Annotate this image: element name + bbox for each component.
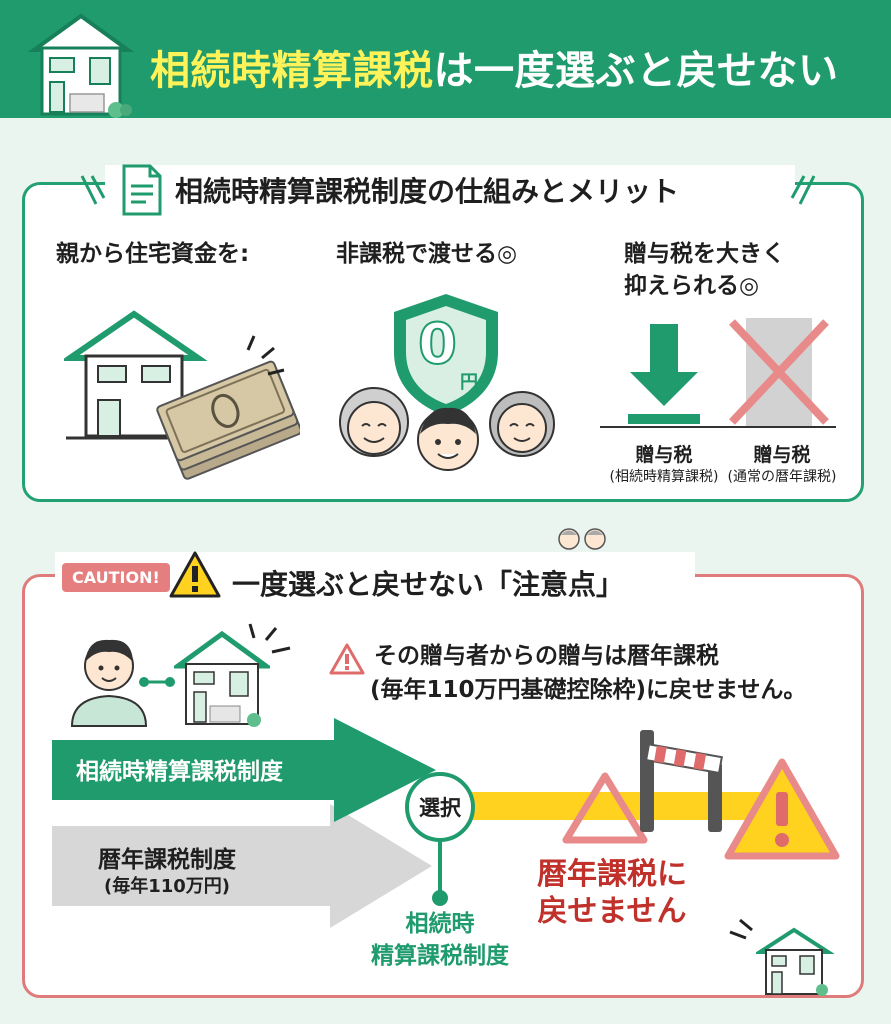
link-icon	[139, 677, 175, 687]
col3-heading-line2: 抑えられる◎	[624, 273, 760, 299]
title-highlight: 相続時精算課税	[150, 48, 434, 94]
selection-stem-dot	[432, 890, 448, 906]
header-banner	[0, 0, 891, 118]
big-warning-icon	[724, 758, 840, 860]
gray-arrow-shape	[52, 804, 432, 928]
warning-line2: (毎年110万円基礎控除枠)に戻せません。	[370, 677, 807, 703]
grandmother-face-icon	[489, 391, 555, 457]
arrow1-label: 相続時精算課税制度	[76, 759, 283, 785]
col3-heading-line1: 贈与税を大きく	[624, 241, 785, 267]
chart-baseline	[600, 426, 836, 428]
shield-icon	[394, 294, 498, 416]
document-icon	[122, 164, 162, 216]
caution-panel-title: 一度選ぶと戻せない「注意点」	[232, 568, 625, 601]
house-icon	[27, 13, 135, 118]
child-face-icon	[417, 407, 479, 471]
emphasis-lines-icon	[248, 623, 291, 654]
page-title: 相続時精算課税は一度選ぶと戻せない	[150, 38, 880, 98]
red-caption-line2: 戻せません	[537, 894, 687, 929]
shield-value: 0	[417, 311, 458, 378]
red-caption-line1: 暦年課税に	[537, 857, 687, 892]
bar1-sub: (相続時精算課税)	[609, 469, 719, 485]
arrow2-label-line1: 暦年課税制度	[98, 847, 236, 873]
yellow-path	[440, 792, 784, 820]
bar2-label: 贈与税	[753, 444, 811, 466]
slash-decor-right-icon	[790, 175, 816, 205]
house-icon	[174, 630, 270, 727]
merit-panel-title: 相続時精算課税制度の仕組みとメリット	[175, 175, 680, 208]
green-caption-line2: 精算課税制度	[371, 943, 509, 969]
house-icon	[756, 927, 834, 996]
selection-stem	[438, 840, 442, 896]
title-rest: は一度選ぶと戻せない	[433, 48, 839, 94]
emphasis-lines-icon	[729, 918, 753, 940]
cash-stack-icon	[156, 335, 300, 480]
bar1-label: 贈与税	[635, 444, 693, 466]
outline-warning-icon	[562, 772, 648, 844]
merit-panel-title-bg	[105, 165, 795, 223]
slash-decor-left-icon	[80, 175, 106, 205]
col2-heading: 非課税で渡せる◎	[336, 241, 518, 267]
grandparent-face-icon	[339, 387, 409, 457]
down-arrow-icon	[628, 324, 700, 424]
warning-line1: その贈与者からの贈与は暦年課税	[374, 643, 719, 669]
warning-triangle-icon	[169, 551, 221, 598]
person-icon	[70, 639, 148, 727]
col1-heading: 親から住宅資金を:	[56, 241, 250, 267]
choice-label: 選択	[419, 796, 461, 820]
green-caption-line1: 相続時	[405, 911, 475, 937]
bar2-sub: (通常の暦年課税)	[727, 469, 837, 485]
arrow2-label-line2: (毎年110万円)	[104, 876, 231, 897]
shield-unit: 円	[460, 372, 478, 393]
barrier-gate-icon	[640, 730, 723, 832]
cross-mark-icon	[729, 319, 829, 425]
caution-triangle-icon	[329, 643, 365, 675]
caution-badge: CAUTION!	[62, 563, 170, 592]
house-icon	[64, 310, 212, 440]
choice-circle	[405, 772, 475, 842]
green-arrow-shape	[52, 718, 436, 822]
small-faces-icon	[558, 528, 606, 550]
